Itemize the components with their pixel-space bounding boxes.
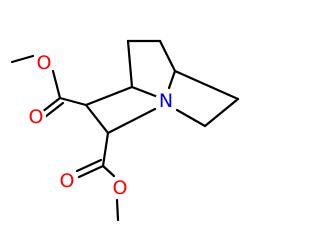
- structure-canvas: O O N O O: [10, 39, 240, 222]
- molecule-drawing: O O N O O: [10, 39, 240, 222]
- atom-o-carbonyl-top: O: [26, 106, 46, 128]
- bond-carbonyl-bottom-ether: [101, 164, 116, 178]
- bond-carbonyl-top: [58, 96, 88, 107]
- atom-o-ether-bottom-label: O: [113, 177, 128, 199]
- bond-ether-top-to-carbonyl: [51, 69, 62, 100]
- atom-o-ether-top-label: O: [37, 52, 52, 74]
- bond-n-cagebottom: [175, 108, 207, 128]
- atom-o-carbonyl-bottom-label: O: [60, 170, 75, 192]
- atom-n-bridgehead: N: [155, 90, 177, 112]
- atom-o-carbonyl-top-label: O: [29, 106, 44, 128]
- bond-ring-ch2-n: [130, 85, 160, 99]
- atom-o-ether-top: O: [34, 52, 54, 74]
- bond-ring-c2-c3: [84, 103, 110, 135]
- bond-ring-c3-n: [106, 107, 157, 135]
- bond-ring-c2-ch2: [84, 85, 134, 107]
- bond-carbonyl-top-double-b: [43, 101, 65, 119]
- bond-carbonyl-bottom-double-a: [77, 164, 105, 179]
- atom-labels: O O N O O: [26, 52, 177, 199]
- bond-methyl-top: [10, 54, 35, 64]
- bond-right-bridgehead: [173, 69, 240, 101]
- bond-c3-carbonyl-bottom: [101, 131, 110, 168]
- atom-o-carbonyl-bottom: O: [57, 170, 77, 192]
- atom-n-label: N: [159, 90, 173, 112]
- bonds: [10, 39, 240, 222]
- bond-c-topleft-down: [126, 39, 134, 89]
- bond-carbonyl-bottom-double-b: [75, 158, 103, 173]
- bond-cagebottom-right: [203, 97, 240, 128]
- atom-o-ether-bottom: O: [110, 177, 130, 199]
- bond-carbonyl-top-double-a: [40, 96, 62, 114]
- bond-methyl-bottom: [115, 198, 120, 222]
- bond-bridgehead-n: [167, 69, 177, 90]
- bond-bridgehead-c-topright: [158, 39, 177, 73]
